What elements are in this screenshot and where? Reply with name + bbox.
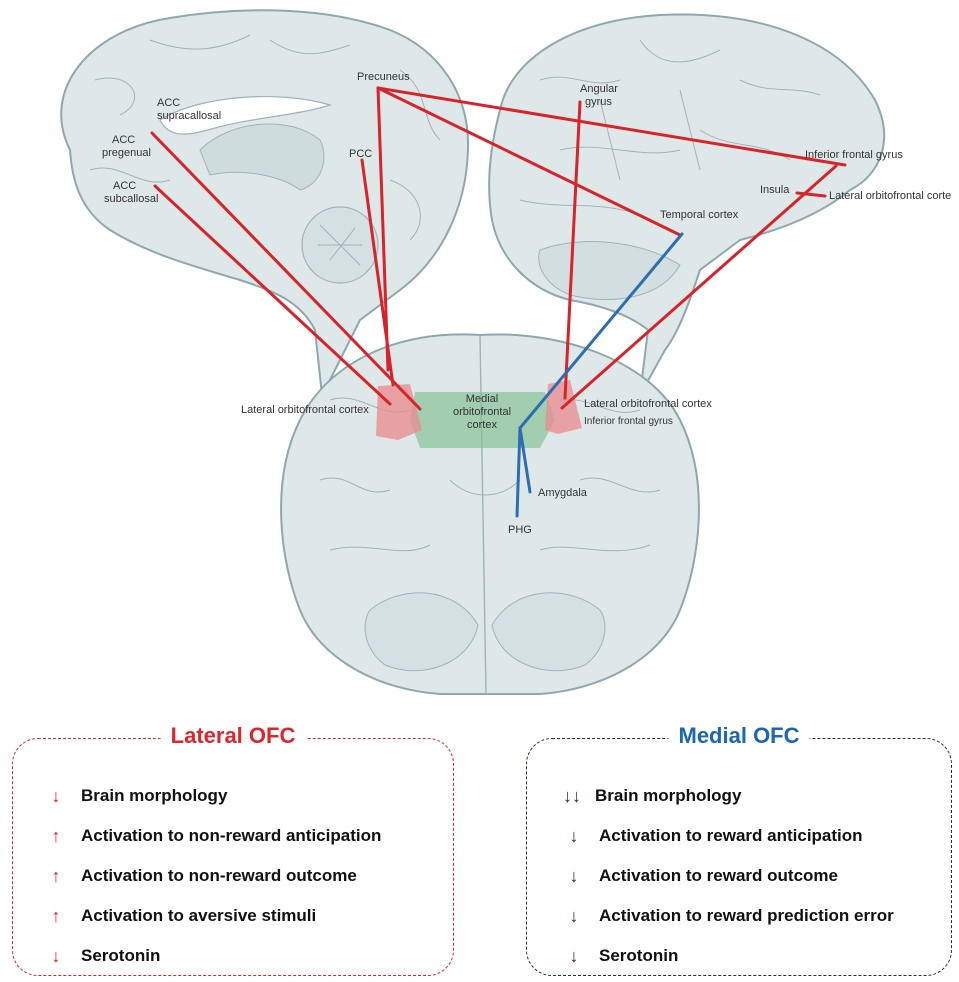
medial-item-text: Activation to reward prediction error <box>599 906 894 926</box>
medial-ofc-label-1: Medial <box>466 393 498 405</box>
temporal-cortex-label: Temporal cortex <box>660 209 739 221</box>
medial-row-reward-anticipation: ↓ Activation to reward anticipation <box>527 821 951 851</box>
pcc-label: PCC <box>349 148 372 160</box>
amygdala-label: Amygdala <box>538 487 588 499</box>
angular-gyrus-label-1: Angular <box>580 83 618 95</box>
down-arrow-icon: ↓ <box>555 906 593 927</box>
ventral-brain-illustration <box>281 334 699 694</box>
lateral-row-nonreward-anticipation: ↑ Activation to non-reward anticipation <box>13 821 453 851</box>
medial-ofc-panel: Medial OFC ↓↓ Brain morphology ↓ Activat… <box>526 738 952 976</box>
up-arrow-icon: ↑ <box>37 826 75 847</box>
up-arrow-icon: ↑ <box>37 906 75 927</box>
down-arrow-icon: ↓ <box>37 946 75 967</box>
angular-gyrus-label-2: gyrus <box>585 96 612 108</box>
lateral-row-brain-morphology: ↓ Brain morphology <box>13 781 453 811</box>
inferior-frontal-gyrus-label-bottom: Inferior frontal gyrus <box>584 416 673 427</box>
acc-pregenual-label-2: pregenual <box>102 147 151 159</box>
lateral-row-serotonin: ↓ Serotonin <box>13 941 453 971</box>
lateral-item-text: Serotonin <box>81 946 160 966</box>
medial-item-text: Brain morphology <box>595 786 741 806</box>
inferior-frontal-gyrus-label-top: Inferior frontal gyrus <box>805 149 903 161</box>
acc-pregenual-label-1: ACC <box>112 134 135 146</box>
acc-subcallosal-label-1: ACC <box>113 180 136 192</box>
medial-ofc-label-2: orbitofrontal <box>453 406 511 418</box>
lateral-ofc-label-right: Lateral orbitofrontal cortex <box>584 398 712 410</box>
lateral-row-nonreward-outcome: ↑ Activation to non-reward outcome <box>13 861 453 891</box>
double-down-arrow-icon: ↓↓ <box>563 786 593 807</box>
down-arrow-icon: ↓ <box>555 866 593 887</box>
acc-subcallosal-label-2: subcallosal <box>104 193 158 205</box>
lateral-ofc-label-left: Lateral orbitofrontal cortex <box>241 404 369 416</box>
insula-label: Insula <box>760 184 790 196</box>
lateral-ofc-panel: Lateral OFC ↓ Brain morphology ↑ Activat… <box>12 738 454 976</box>
lateral-item-text: Activation to non-reward anticipation <box>81 826 381 846</box>
lateral-row-aversive-stimuli: ↑ Activation to aversive stimuli <box>13 901 453 931</box>
down-arrow-icon: ↓ <box>555 826 593 847</box>
medial-row-reward-outcome: ↓ Activation to reward outcome <box>527 861 951 891</box>
acc-supracallosal-label-2: supracallosal <box>157 110 221 122</box>
lateral-item-text: Activation to non-reward outcome <box>81 866 357 886</box>
medial-row-serotonin: ↓ Serotonin <box>527 941 951 971</box>
phg-label: PHG <box>508 524 532 536</box>
down-arrow-icon: ↓ <box>37 786 75 807</box>
medial-item-text: Serotonin <box>599 946 678 966</box>
medial-ofc-label-3: cortex <box>467 419 497 431</box>
up-arrow-icon: ↑ <box>37 866 75 887</box>
down-arrow-icon: ↓ <box>555 946 593 967</box>
brain-connectivity-diagram: ACC supracallosal ACC pregenual ACC subc… <box>0 0 959 700</box>
lateral-item-text: Brain morphology <box>81 786 227 806</box>
medial-ofc-title: Medial OFC <box>668 723 809 749</box>
lateral-ofc-label-edge: Lateral orbitofrontal corte <box>829 190 951 202</box>
medial-item-text: Activation to reward outcome <box>599 866 838 886</box>
medial-item-text: Activation to reward anticipation <box>599 826 863 846</box>
medial-row-brain-morphology: ↓↓ Brain morphology <box>527 781 951 811</box>
lateral-item-text: Activation to aversive stimuli <box>81 906 316 926</box>
precuneus-label: Precuneus <box>357 71 410 83</box>
medial-row-prediction-error: ↓ Activation to reward prediction error <box>527 901 951 931</box>
acc-supracallosal-label-1: ACC <box>157 97 180 109</box>
lateral-ofc-title: Lateral OFC <box>161 723 306 749</box>
